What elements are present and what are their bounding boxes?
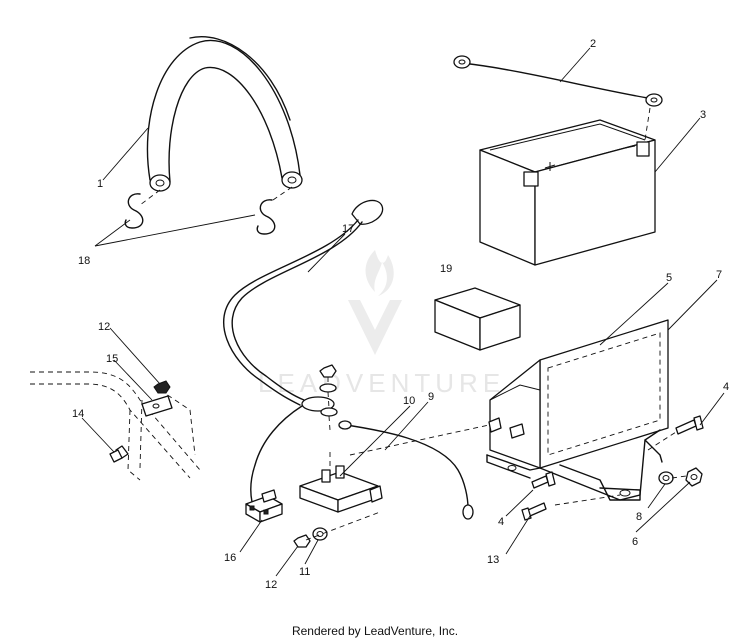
callout-labels: 1 2 3 4 4 5 6 7 8 9 10 11 12 12 13 14 15… [72, 38, 729, 591]
callout-12-upper: 12 [98, 321, 110, 333]
frame-screw [109, 445, 129, 463]
frame-bracket [141, 395, 173, 417]
callout-2: 2 [590, 38, 596, 50]
frame-nut [153, 380, 171, 394]
callout-6: 6 [632, 536, 638, 548]
callout-9: 9 [428, 391, 434, 403]
solenoid [299, 452, 383, 513]
frame-section [30, 371, 201, 481]
callout-12-lower: 12 [265, 579, 277, 591]
callout-4-lower: 4 [498, 516, 504, 528]
callout-14: 14 [72, 408, 84, 420]
leader-lines [81, 47, 725, 577]
callout-15: 15 [106, 353, 118, 365]
callout-8: 8 [636, 511, 642, 523]
watermark-text: LEADVENTURE [258, 368, 505, 398]
callout-19: 19 [440, 263, 452, 275]
callout-3: 3 [700, 109, 706, 121]
washer [658, 471, 674, 485]
bolt-lower [531, 471, 556, 489]
bolt-upper [675, 415, 704, 435]
main-cable [223, 199, 384, 503]
callout-7: 7 [716, 269, 722, 281]
callout-1: 1 [97, 178, 103, 190]
battery [479, 107, 656, 266]
ground-cable [453, 55, 663, 107]
tray-studs [349, 417, 525, 456]
callout-18: 18 [78, 255, 90, 267]
nut [685, 467, 703, 487]
callout-4-upper: 4 [723, 381, 729, 393]
connector [245, 489, 283, 523]
battery-strap [139, 36, 303, 206]
callout-13: 13 [487, 554, 499, 566]
solenoid-nut [293, 534, 311, 548]
render-credit: Rendered by LeadVenture, Inc. [291, 624, 459, 638]
s-hooks [124, 193, 276, 235]
callout-16: 16 [224, 552, 236, 564]
callout-17: 17 [342, 223, 354, 235]
solenoid-washer [312, 527, 328, 541]
battery-pad [434, 287, 521, 351]
callout-5: 5 [666, 272, 672, 284]
leadventure-watermark: LEADVENTURE [258, 250, 505, 398]
terminal-hardware [319, 364, 338, 431]
bolt-13 [521, 502, 547, 521]
battery-tray [486, 319, 669, 501]
callout-11: 11 [299, 566, 310, 578]
jumper-wire [338, 420, 474, 520]
callout-10: 10 [403, 395, 415, 407]
